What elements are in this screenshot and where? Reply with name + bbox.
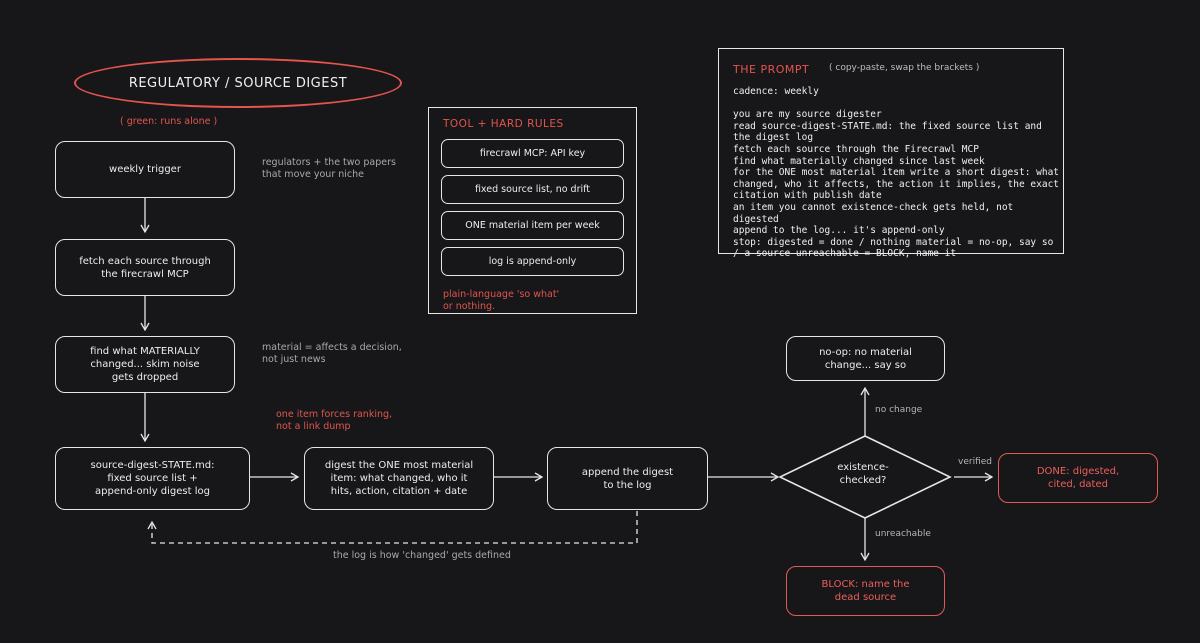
digest-item-node: digest the ONE most material item: what … — [304, 447, 494, 510]
rule-item: fixed source list, no drift — [441, 175, 624, 204]
legend-note: ( green: runs alone ) — [120, 116, 218, 127]
ranking-note: one item forces ranking, not a link dump — [276, 409, 393, 432]
prompt-title: THE PROMPT — [733, 63, 810, 76]
rules-title: TOOL + HARD RULES — [443, 118, 564, 130]
prompt-subtitle: ( copy-paste, swap the brackets ) — [829, 63, 980, 73]
decision-diamond — [778, 435, 952, 519]
block-node: BLOCK: name the dead source — [786, 566, 945, 616]
edge-label-unreachable: unreachable — [875, 529, 931, 539]
existence-check-label: existence- checked? — [837, 462, 889, 486]
append-log-node: append the digest to the log — [547, 447, 708, 510]
loop-back-arrow — [147, 511, 638, 544]
edge-label-verified: verified — [958, 457, 992, 467]
find-changes-node: find what MATERIALLY changed... skim noi… — [55, 336, 235, 393]
edge-label-no-change: no change — [875, 405, 923, 415]
rules-footer: plain-language 'so what' or nothing. — [443, 289, 560, 312]
state-file-node: source-digest-STATE.md: fixed source lis… — [55, 447, 250, 510]
prompt-panel: THE PROMPT ( copy-paste, swap the bracke… — [718, 48, 1064, 259]
weekly-trigger-node: weekly trigger — [55, 141, 235, 198]
rule-item: log is append-only — [441, 247, 624, 276]
rule-item: ONE material item per week — [441, 211, 624, 240]
fetch-sources-node: fetch each source through the firecrawl … — [55, 239, 235, 296]
prompt-body: cadence: weekly you are my source digest… — [733, 86, 1060, 260]
trigger-note: regulators + the two papers that move yo… — [262, 157, 396, 180]
material-note: material = affects a decision, not just … — [262, 342, 402, 365]
diagram-title: REGULATORY / SOURCE DIGEST — [74, 58, 402, 108]
no-op-node: no-op: no material change... say so — [786, 336, 945, 381]
rules-panel: TOOL + HARD RULES firecrawl MCP: API key… — [428, 107, 637, 314]
rule-item: firecrawl MCP: API key — [441, 139, 624, 168]
done-node: DONE: digested, cited, dated — [998, 453, 1158, 503]
loop-note: the log is how 'changed' gets defined — [333, 550, 511, 561]
